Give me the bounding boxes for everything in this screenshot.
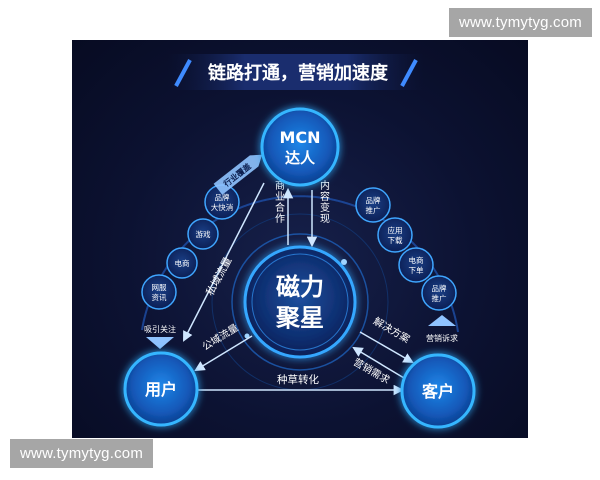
mcn-node-line2: 达人 xyxy=(285,149,316,167)
left-item-1-line1: 品牌 xyxy=(215,192,230,202)
title-band xyxy=(168,54,424,90)
left-item-2: 游戏 xyxy=(187,218,219,250)
right-item-1-line1: 品牌 xyxy=(366,195,381,205)
business-coop-text: 商业合作 xyxy=(273,179,285,224)
content-monetize-text: 内容变现 xyxy=(318,179,330,224)
mcn-node-line1: MCN xyxy=(279,128,320,147)
attract-attention-label: 吸引关注 xyxy=(144,324,176,334)
watermark-bottom: www.tymytyg.com xyxy=(10,439,154,468)
diagram-canvas: 链路打通，营销加速度 品牌 大快消 游戏 电商 网服 资讯 品牌 推广 xyxy=(123,54,476,429)
grass-conversion-label: 种草转化 xyxy=(277,373,319,386)
business-coop-label: 商业合作 xyxy=(273,179,285,224)
marketing-demand-label: 营销需求 xyxy=(351,355,392,386)
client-node-label: 客户 xyxy=(422,382,454,401)
ring-dot-2 xyxy=(244,333,250,339)
arrow-private-traffic xyxy=(183,182,265,342)
center-ring-mid xyxy=(231,233,369,371)
right-item-2: 应用 下载 xyxy=(377,217,413,253)
left-item-4-line1: 网服 xyxy=(152,283,167,292)
right-item-2-line1: 应用 xyxy=(388,225,403,235)
arrow-marketing-demand xyxy=(352,346,405,379)
marketing-appeal-chevron xyxy=(428,315,456,326)
center-circle xyxy=(243,245,357,359)
left-item-4: 网服 资讯 xyxy=(141,274,177,310)
watermark-top: www.tymytyg.com xyxy=(448,8,592,37)
ring-dot-1 xyxy=(341,259,347,265)
right-item-2-line2: 下载 xyxy=(388,235,403,245)
title-slash-right xyxy=(400,59,418,87)
left-item-1-line2: 大快消 xyxy=(211,202,234,212)
public-traffic-label: 公域流量 xyxy=(200,321,241,353)
left-item-2-line1: 游戏 xyxy=(196,229,211,239)
left-item-4-line2: 资讯 xyxy=(152,292,167,302)
content-monetize-label: 内容变现 xyxy=(318,179,330,224)
user-node-label: 用户 xyxy=(145,380,177,399)
right-item-4: 品牌 推广 xyxy=(421,275,457,311)
right-item-4-line2: 推广 xyxy=(432,293,447,303)
marketing-appeal-label: 营销诉求 xyxy=(426,333,458,343)
center-ring-inner xyxy=(251,253,349,351)
client-node: 客户 xyxy=(400,353,476,429)
center-label-line2: 聚星 xyxy=(275,304,324,332)
attract-attention-chevron xyxy=(146,337,174,349)
center-label-line1: 磁力 xyxy=(276,273,324,301)
right-item-4-line1: 品牌 xyxy=(432,283,447,293)
right-item-3-line2: 下单 xyxy=(409,265,424,275)
right-item-1-line2: 推广 xyxy=(366,205,381,215)
arrow-solution xyxy=(359,331,414,364)
private-traffic-label: 私域流量 xyxy=(203,254,234,298)
left-item-3: 电商 xyxy=(166,247,198,279)
user-node: 用户 xyxy=(123,351,199,427)
right-item-3: 电商 下单 xyxy=(398,247,434,283)
industry-coverage-marker: 行业覆盖 xyxy=(213,154,263,195)
arrow-public-traffic xyxy=(194,335,253,372)
right-item-1: 品牌 推广 xyxy=(355,187,391,223)
mcn-node: MCN 达人 xyxy=(260,107,340,187)
diagram-title: 链路打通，营销加速度 xyxy=(208,62,389,84)
left-item-3-line1: 电商 xyxy=(175,258,190,268)
diagram-panel: 链路打通，营销加速度 品牌 大快消 游戏 电商 网服 资讯 品牌 推广 xyxy=(72,40,528,438)
solution-label: 解决方案 xyxy=(371,314,412,345)
right-item-3-line1: 电商 xyxy=(409,255,424,265)
title-slash-left xyxy=(174,59,192,87)
